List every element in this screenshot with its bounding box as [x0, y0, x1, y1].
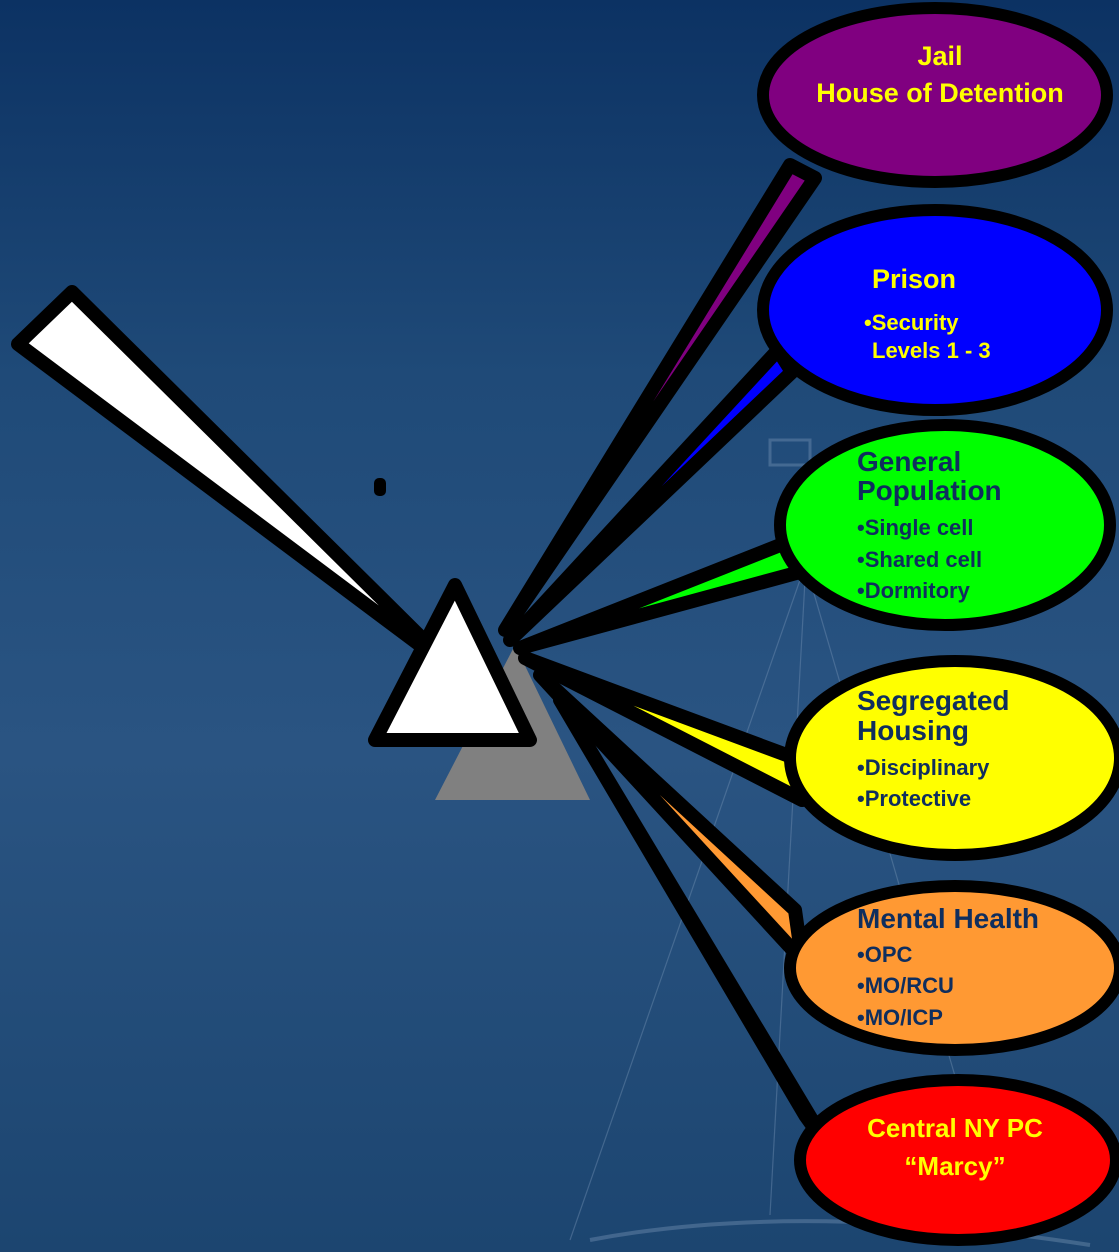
jail-title-line2: House of Detention — [816, 78, 1064, 108]
central-title-line1: Central NY PC — [867, 1113, 1043, 1143]
general-item-2: •Shared cell — [857, 547, 982, 572]
mental-item-2: •MO/RCU — [857, 973, 954, 998]
general-oval — [774, 419, 1116, 631]
segregated-item-1: •Disciplinary — [857, 755, 990, 780]
jail-oval — [757, 2, 1113, 188]
segregated-title-line2: Housing — [857, 715, 969, 746]
central-oval — [794, 1074, 1119, 1246]
mental-item-3: •MO/ICP — [857, 1005, 943, 1030]
white-wedge-arrow-icon — [11, 285, 463, 679]
general-item-3: •Dormitory — [857, 578, 971, 603]
ray-jail — [498, 158, 822, 637]
segregated-oval — [784, 655, 1119, 861]
jail-title-line1: Jail — [917, 41, 962, 71]
jail-label: Jail House of Detention — [816, 41, 1064, 108]
central-label: Central NY PC “Marcy” — [867, 1113, 1043, 1181]
prison-label: Prison •Security Levels 1 - 3 — [864, 264, 991, 363]
segregated-label: Segregated Housing •Disciplinary •Protec… — [857, 685, 1010, 811]
mental-oval — [784, 880, 1119, 1056]
mental-label: Mental Health •OPC •MO/RCU •MO/ICP — [857, 903, 1039, 1030]
segregated-title-line1: Segregated — [857, 685, 1010, 716]
mental-title: Mental Health — [857, 903, 1039, 934]
prison-item-line1: •Security — [864, 310, 959, 335]
prison-oval — [757, 204, 1113, 416]
dot-marker — [374, 478, 386, 496]
central-title-line2: “Marcy” — [904, 1151, 1005, 1181]
triangle-prism-icon — [368, 578, 537, 747]
general-item-1: •Single cell — [857, 515, 974, 540]
prison-item-line2: Levels 1 - 3 — [872, 338, 991, 363]
mental-item-1: •OPC — [857, 942, 912, 967]
segregated-item-2: •Protective — [857, 786, 971, 811]
general-label: General Population •Single cell •Shared … — [857, 446, 1002, 603]
general-title-line2: Population — [857, 475, 1002, 506]
general-title-line1: General — [857, 446, 961, 477]
prison-title: Prison — [872, 264, 956, 294]
